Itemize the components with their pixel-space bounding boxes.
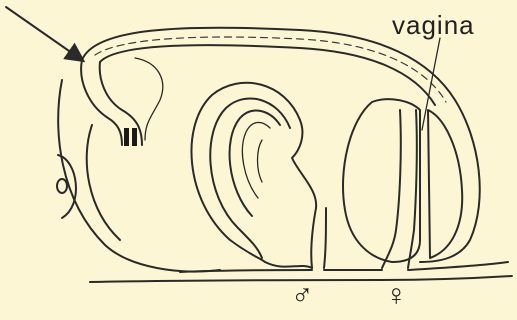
male-duct-left [311, 208, 316, 268]
vagina-sac-right [428, 110, 462, 258]
vagina-sac [343, 99, 420, 262]
male-duct-connector [265, 262, 312, 268]
duct-inner [100, 45, 435, 105]
coil-inner [230, 111, 280, 216]
body-wall-outline [58, 80, 220, 272]
vagina-label: vagina [392, 10, 475, 41]
pointer-arrow [6, 7, 82, 60]
vagina-duct-right [408, 110, 417, 268]
male-duct-right [324, 208, 326, 268]
left-organ-opening [57, 179, 67, 193]
body-wall-inner [87, 125, 120, 240]
hook-tube [81, 60, 122, 145]
valve-block [124, 128, 129, 146]
base-line-upper [180, 262, 508, 272]
vagina-duct-left [382, 110, 401, 268]
male-symbol: ♂ [291, 281, 314, 311]
coil-tip [292, 120, 316, 208]
coil-core-2 [258, 140, 263, 182]
coil-core [242, 122, 270, 198]
female-symbol: ♀ [385, 281, 408, 311]
valve-block-2 [132, 128, 137, 146]
